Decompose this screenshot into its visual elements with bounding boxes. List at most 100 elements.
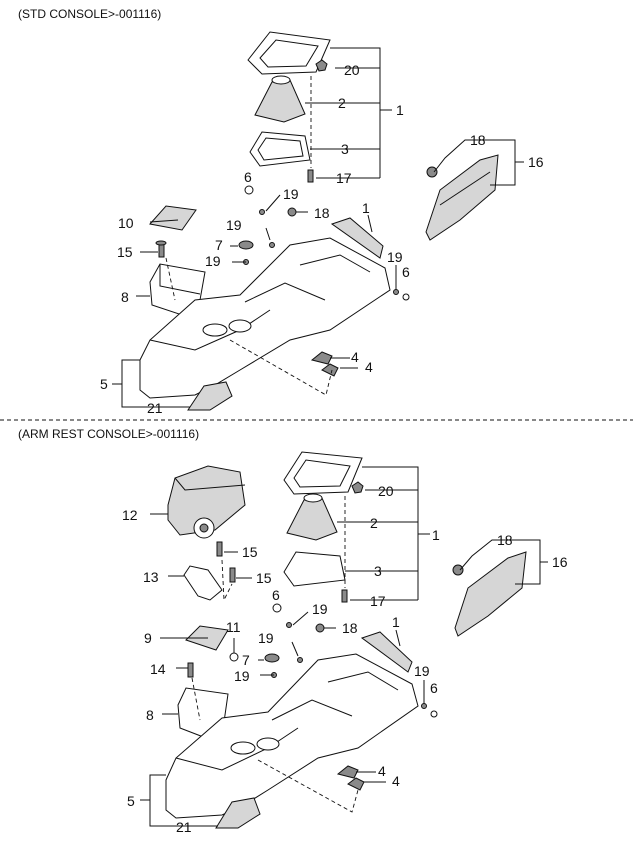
callout-9: 9 (144, 630, 152, 646)
callout-1: 1 (362, 200, 370, 216)
callout-4: 4 (365, 359, 373, 375)
std-end-cap-part (187, 381, 233, 411)
arm-trim-strip-part (360, 631, 413, 673)
arm-console-body-part (165, 653, 419, 819)
std-console-body-part (139, 237, 391, 399)
callout-19: 19 (205, 253, 221, 269)
callout-19: 19 (258, 630, 274, 646)
armrest-part (167, 465, 246, 536)
arm-screw-19b (297, 657, 303, 663)
callout-19: 19 (312, 601, 328, 617)
arm-leader-lines (140, 466, 548, 827)
callout-2: 2 (338, 95, 346, 111)
std-trim-strip-part (330, 217, 384, 259)
callout-18: 18 (314, 205, 330, 221)
std-clip-part (315, 59, 328, 72)
callout-16: 16 (528, 154, 544, 170)
callout-4: 4 (378, 763, 386, 779)
arm-grommet-11 (229, 652, 239, 662)
callout-21: 21 (147, 400, 163, 416)
callout-1: 1 (432, 527, 440, 543)
arm-clip-4b (347, 777, 365, 791)
callout-15: 15 (117, 244, 133, 260)
arm-grommet-6b (430, 710, 438, 718)
arm-cap-part (264, 653, 280, 663)
callout-19: 19 (414, 663, 430, 679)
callout-2: 2 (370, 515, 378, 531)
callout-8: 8 (146, 707, 154, 723)
std-leader-lines (112, 47, 524, 408)
callout-17: 17 (336, 170, 352, 186)
arm-callout-labels: 12 20 15 2 1 13 15 3 17 18 16 6 19 18 9 … (122, 483, 568, 835)
std-clip-18 (287, 207, 297, 217)
std-grommet-6b (402, 293, 410, 301)
callout-6: 6 (272, 587, 280, 603)
std-clip-4a (310, 351, 333, 365)
std-gear-bezel-part (247, 31, 331, 75)
arm-rest-console-parts (165, 451, 527, 829)
callout-18: 18 (497, 532, 513, 548)
std-screw-17 (307, 169, 314, 183)
std-cap-part (238, 240, 254, 250)
callout-15: 15 (256, 570, 272, 586)
callout-18: 18 (470, 132, 486, 148)
section-title-std: (STD CONSOLE>-001116) (18, 7, 162, 21)
callout-5: 5 (100, 376, 108, 392)
arm-grommet-6a (272, 603, 282, 613)
callout-18: 18 (342, 620, 358, 636)
std-grommet-6a (244, 185, 254, 195)
callout-21: 21 (176, 819, 192, 835)
callout-19: 19 (387, 249, 403, 265)
callout-5: 5 (127, 793, 135, 809)
arm-clip-4a (336, 765, 359, 779)
std-screw-19a (259, 209, 265, 215)
callout-15: 15 (242, 544, 258, 560)
arm-screw-15b (229, 567, 236, 583)
arm-screw-17 (341, 589, 348, 603)
callout-1: 1 (392, 614, 400, 630)
std-screw-19d (393, 289, 399, 295)
callout-1: 1 (396, 102, 404, 118)
arm-screw-14 (187, 662, 194, 678)
callout-4: 4 (392, 773, 400, 789)
callout-19: 19 (226, 217, 242, 233)
callout-11: 11 (226, 619, 241, 635)
callout-4: 4 (351, 349, 359, 365)
callout-3: 3 (374, 563, 382, 579)
std-gear-boot-part (254, 79, 306, 123)
arm-screw-15a (216, 541, 223, 557)
arm-screw-19a (286, 622, 292, 628)
section-title-arm-rest: (ARM REST CONSOLE>-001116) (18, 427, 200, 441)
arm-clip-20 (351, 481, 364, 494)
arm-clip-18-side (452, 564, 464, 576)
callout-10: 10 (118, 215, 134, 231)
arm-gear-bezel-part (283, 451, 363, 495)
callout-14: 14 (150, 661, 166, 677)
arm-boot-bezel-part (283, 551, 346, 587)
callout-6: 6 (402, 264, 410, 280)
arm-screw-19d (421, 703, 427, 709)
std-screw-19b (269, 242, 275, 248)
callout-6: 6 (244, 169, 252, 185)
callout-8: 8 (121, 289, 129, 305)
callout-7: 7 (242, 652, 250, 668)
callout-19: 19 (234, 668, 250, 684)
std-clip-18-side (426, 166, 438, 178)
callout-20: 20 (378, 483, 394, 499)
std-side-cover-part (425, 154, 499, 241)
arm-gear-boot-part (286, 497, 338, 541)
callout-7: 7 (215, 237, 223, 253)
bracket-part (183, 565, 223, 601)
callout-12: 12 (122, 507, 138, 523)
callout-20: 20 (344, 62, 360, 78)
arm-end-cap-part (215, 797, 261, 829)
arm-side-cover-part (454, 551, 527, 637)
std-clip-4b (321, 363, 339, 377)
callout-17: 17 (370, 593, 386, 609)
callout-19: 19 (283, 186, 299, 202)
std-mat-part (149, 205, 197, 231)
callout-16: 16 (552, 554, 568, 570)
callout-3: 3 (341, 141, 349, 157)
std-callout-labels: 20 2 1 3 17 18 16 6 19 18 10 19 1 7 15 1… (100, 62, 544, 416)
arm-clip-18 (315, 623, 325, 633)
